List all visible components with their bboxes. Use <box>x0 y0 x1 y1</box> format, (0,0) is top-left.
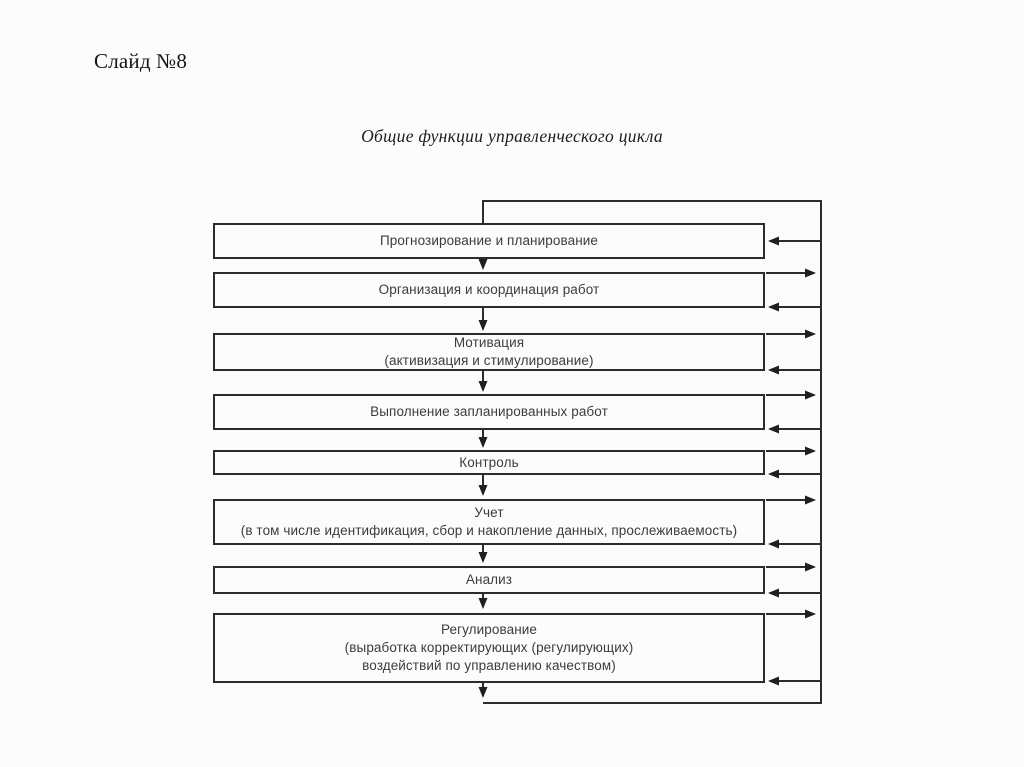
feedback-loop-line <box>482 200 822 704</box>
flow-box-label: Учет <box>474 505 504 520</box>
slide-title: Общие функции управленческого цикла <box>361 126 663 146</box>
flow-box-motivation: Мотивация (активизация и стимулирование) <box>213 333 765 371</box>
slide-number-label: Слайд №8 <box>94 49 188 73</box>
flow-box-label: Прогнозирование и планирование <box>379 233 599 248</box>
flow-box-execution: Выполнение запланированных работ <box>213 394 765 430</box>
flow-box-analysis: Анализ <box>213 566 765 594</box>
flow-box-label: Анализ <box>465 572 513 587</box>
flow-box-accounting: Учет (в том числе идентификация, сбор и … <box>213 499 765 545</box>
flow-box-label: Организация и координация работ <box>378 282 600 297</box>
flow-box-label: Регулирование <box>440 622 538 637</box>
flow-box-control: Контроль <box>213 450 765 475</box>
flow-box-label: Выполнение запланированных работ <box>370 404 608 419</box>
flow-box-label: (выработка корректирующих (регулирующих) <box>344 640 634 655</box>
flow-box-label: (в том числе идентификация, сбор и накоп… <box>240 523 738 538</box>
flow-box-organization: Организация и координация работ <box>213 272 765 308</box>
flow-box-regulation: Регулирование (выработка корректирующих … <box>213 613 765 683</box>
flow-box-label: воздействий по управлению качеством) <box>362 658 616 673</box>
flow-box-label: Мотивация <box>453 335 525 350</box>
flow-box-label: (активизация и стимулирование) <box>384 353 594 368</box>
flow-box-forecasting: Прогнозирование и планирование <box>213 223 765 259</box>
flow-box-label: Контроль <box>459 454 519 470</box>
